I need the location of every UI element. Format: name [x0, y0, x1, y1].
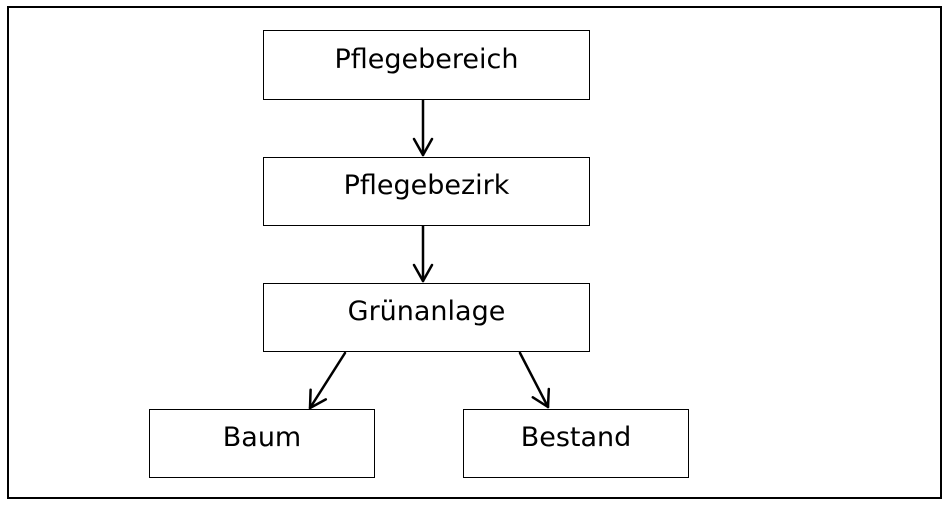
node-pflegebereich: Pflegebereich — [263, 30, 590, 100]
node-label-gruenanlage: Grünanlage — [347, 296, 506, 327]
node-label-bestand: Bestand — [520, 422, 632, 453]
node-label-pflegebezirk: Pflegebezirk — [343, 170, 510, 201]
node-gruenanlage: Grünanlage — [263, 283, 590, 352]
node-bestand: Bestand — [463, 409, 689, 478]
node-pflegebezirk: Pflegebezirk — [263, 157, 590, 226]
diagram-frame — [7, 6, 942, 499]
node-label-pflegebereich: Pflegebereich — [334, 43, 519, 75]
node-label-baum: Baum — [222, 422, 302, 453]
node-baum: Baum — [149, 409, 375, 478]
